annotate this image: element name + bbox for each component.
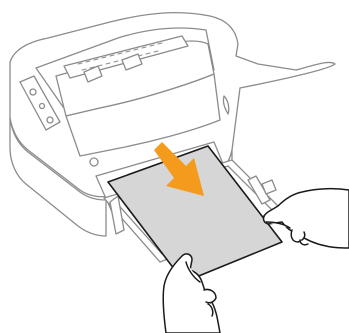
right-hand-finger-1 (291, 230, 305, 242)
paper-button-icon (47, 117, 53, 123)
status-led-icon (40, 104, 45, 109)
power-button-icon (30, 89, 36, 95)
front-lock-icon (90, 158, 98, 166)
right-hand-finger-2 (300, 240, 308, 245)
left-hand-finger-1 (204, 289, 216, 302)
